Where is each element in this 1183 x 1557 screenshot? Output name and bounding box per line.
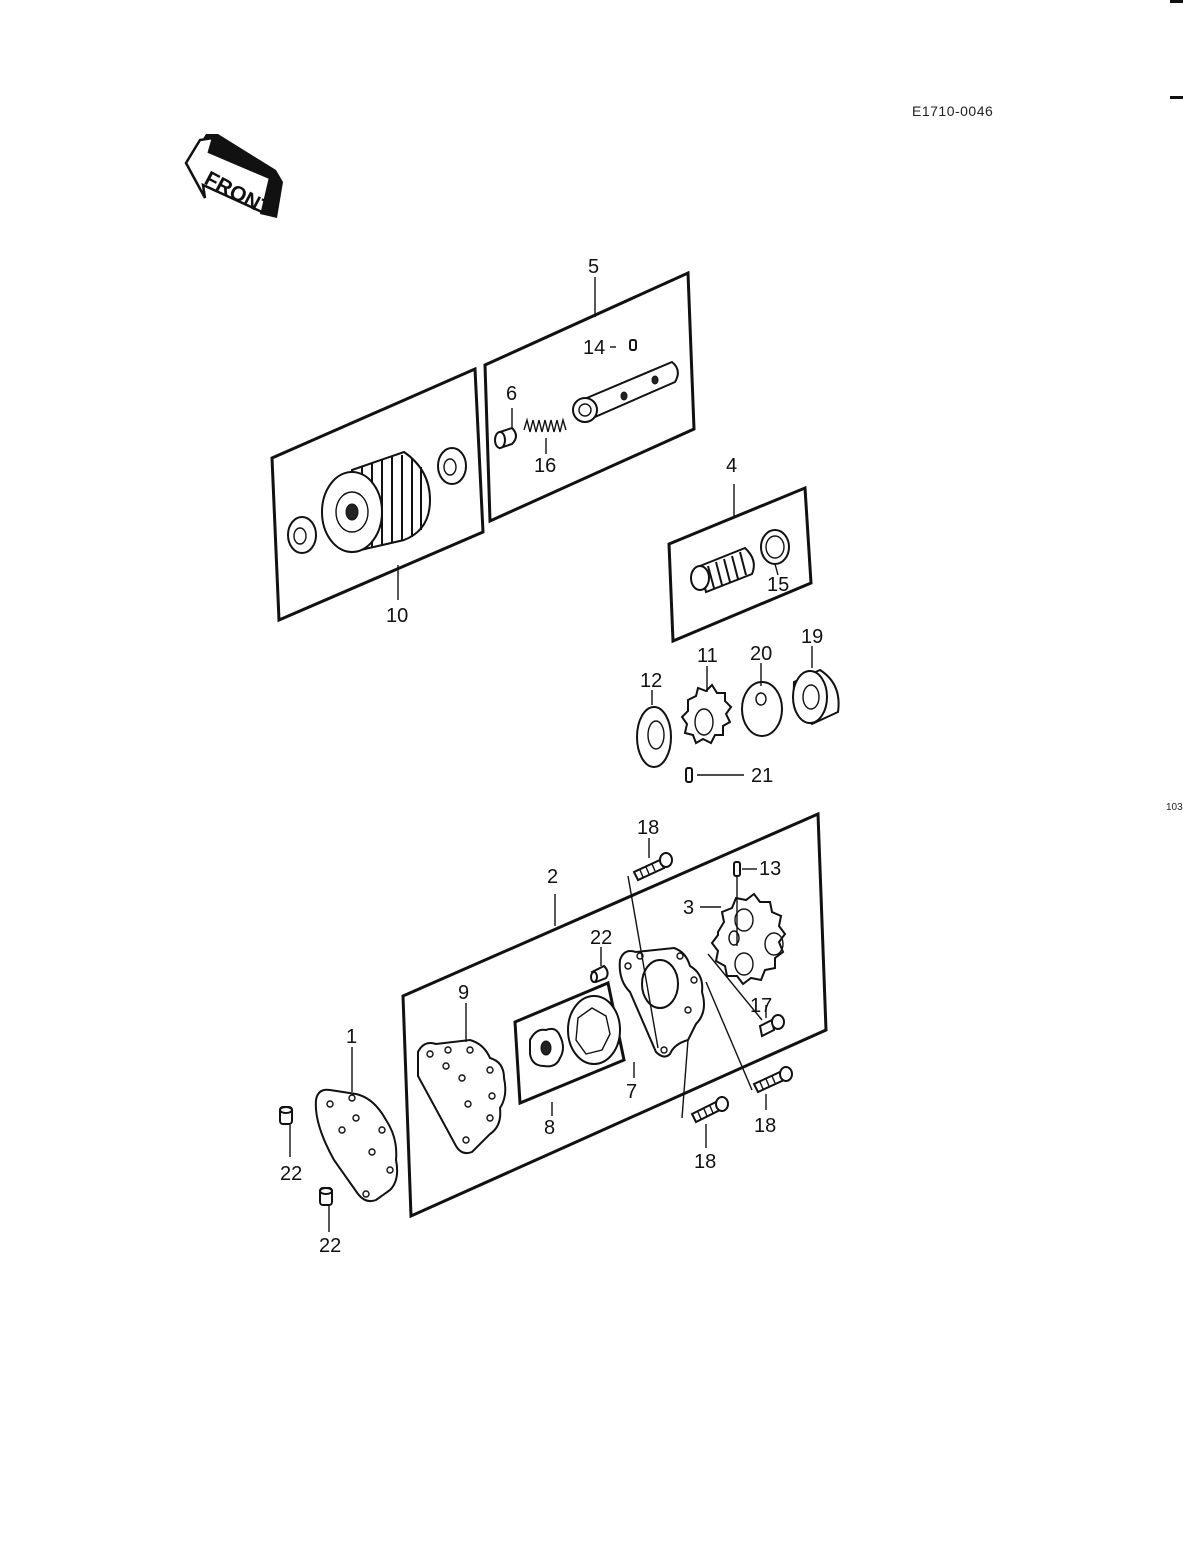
callout-13: 13 [759, 858, 781, 880]
oring-15-icon [760, 529, 790, 565]
strainer-icon [690, 546, 755, 594]
seal-12-icon [636, 706, 672, 768]
panel-10 [270, 366, 485, 623]
washer-20-icon [741, 681, 783, 737]
callout-5: 5 [588, 256, 599, 278]
callout-3: 3 [683, 897, 694, 919]
relief-valve-icon [572, 360, 679, 423]
callout-22-bottom: 22 [319, 1235, 341, 1257]
dowel-22-left-icon [279, 1106, 293, 1125]
pump-sprocket-3-icon [710, 892, 787, 986]
callout-2: 2 [547, 866, 558, 888]
guide-line-d [681, 1039, 689, 1119]
callout-6: 6 [506, 383, 517, 405]
callout-9: 9 [458, 982, 469, 1004]
panel-2 [401, 811, 828, 1219]
guide-line-c [705, 981, 753, 1091]
callout-18-top: 18 [637, 817, 659, 839]
pump-body-7-icon [618, 946, 705, 1058]
callout-22-upper: 22 [590, 927, 612, 949]
bolt-18-right-icon [752, 1066, 793, 1094]
dowel-22-upper-icon [590, 964, 609, 984]
callout-22-left: 22 [280, 1163, 302, 1185]
nut-19-icon [792, 668, 840, 726]
callout-20: 20 [750, 643, 772, 665]
callout-7: 7 [626, 1081, 637, 1103]
filter-seal-left-icon [287, 516, 317, 554]
diagram-code: E1710-0046 [912, 103, 993, 119]
callout-10: 10 [386, 605, 408, 627]
pump-cover-9-icon [417, 1038, 507, 1155]
callout-15: 15 [767, 574, 789, 596]
bolt-18-top-icon [632, 852, 673, 882]
sprocket-11-icon [680, 683, 733, 745]
panel-4 [667, 485, 813, 644]
callout-4: 4 [726, 455, 737, 477]
callout-12: 12 [640, 670, 662, 692]
outer-rotor-icon [567, 995, 621, 1065]
spring-16-icon [523, 417, 567, 433]
front-arrow-icon: FRONT [184, 134, 283, 221]
bolt-18-bottom-icon [690, 1096, 729, 1124]
guide-line-b [707, 953, 763, 1021]
margin-mark-top [1170, 0, 1183, 3]
callout-16: 16 [534, 455, 556, 477]
guide-line-a [627, 875, 659, 1049]
bolt-17-icon [758, 1014, 785, 1038]
pump-cover-1-icon [314, 1088, 399, 1203]
callout-21: 21 [751, 765, 773, 787]
page-number: 103 [1166, 802, 1183, 813]
callout-1: 1 [346, 1026, 357, 1048]
margin-mark-bottom [1170, 96, 1183, 99]
callout-11: 11 [697, 645, 718, 667]
panel-5 [483, 270, 696, 524]
oil-filter-icon [321, 450, 432, 554]
callout-18-right: 18 [754, 1115, 776, 1137]
panel-8 [513, 980, 626, 1106]
callout-8: 8 [544, 1117, 555, 1139]
inner-rotor-icon [529, 1027, 564, 1068]
callout-19: 19 [801, 626, 823, 648]
callout-14: 14 [583, 337, 605, 359]
pin-21-icon [685, 767, 693, 783]
pin-14-icon [629, 339, 637, 351]
callout-18-bottom: 18 [694, 1151, 716, 1173]
plug-6-icon [494, 426, 517, 450]
filter-seal-right-icon [437, 447, 467, 485]
dowel-22-bottom-icon [319, 1187, 333, 1206]
callout-17: 17 [750, 995, 772, 1017]
pin-13-icon [733, 861, 741, 877]
